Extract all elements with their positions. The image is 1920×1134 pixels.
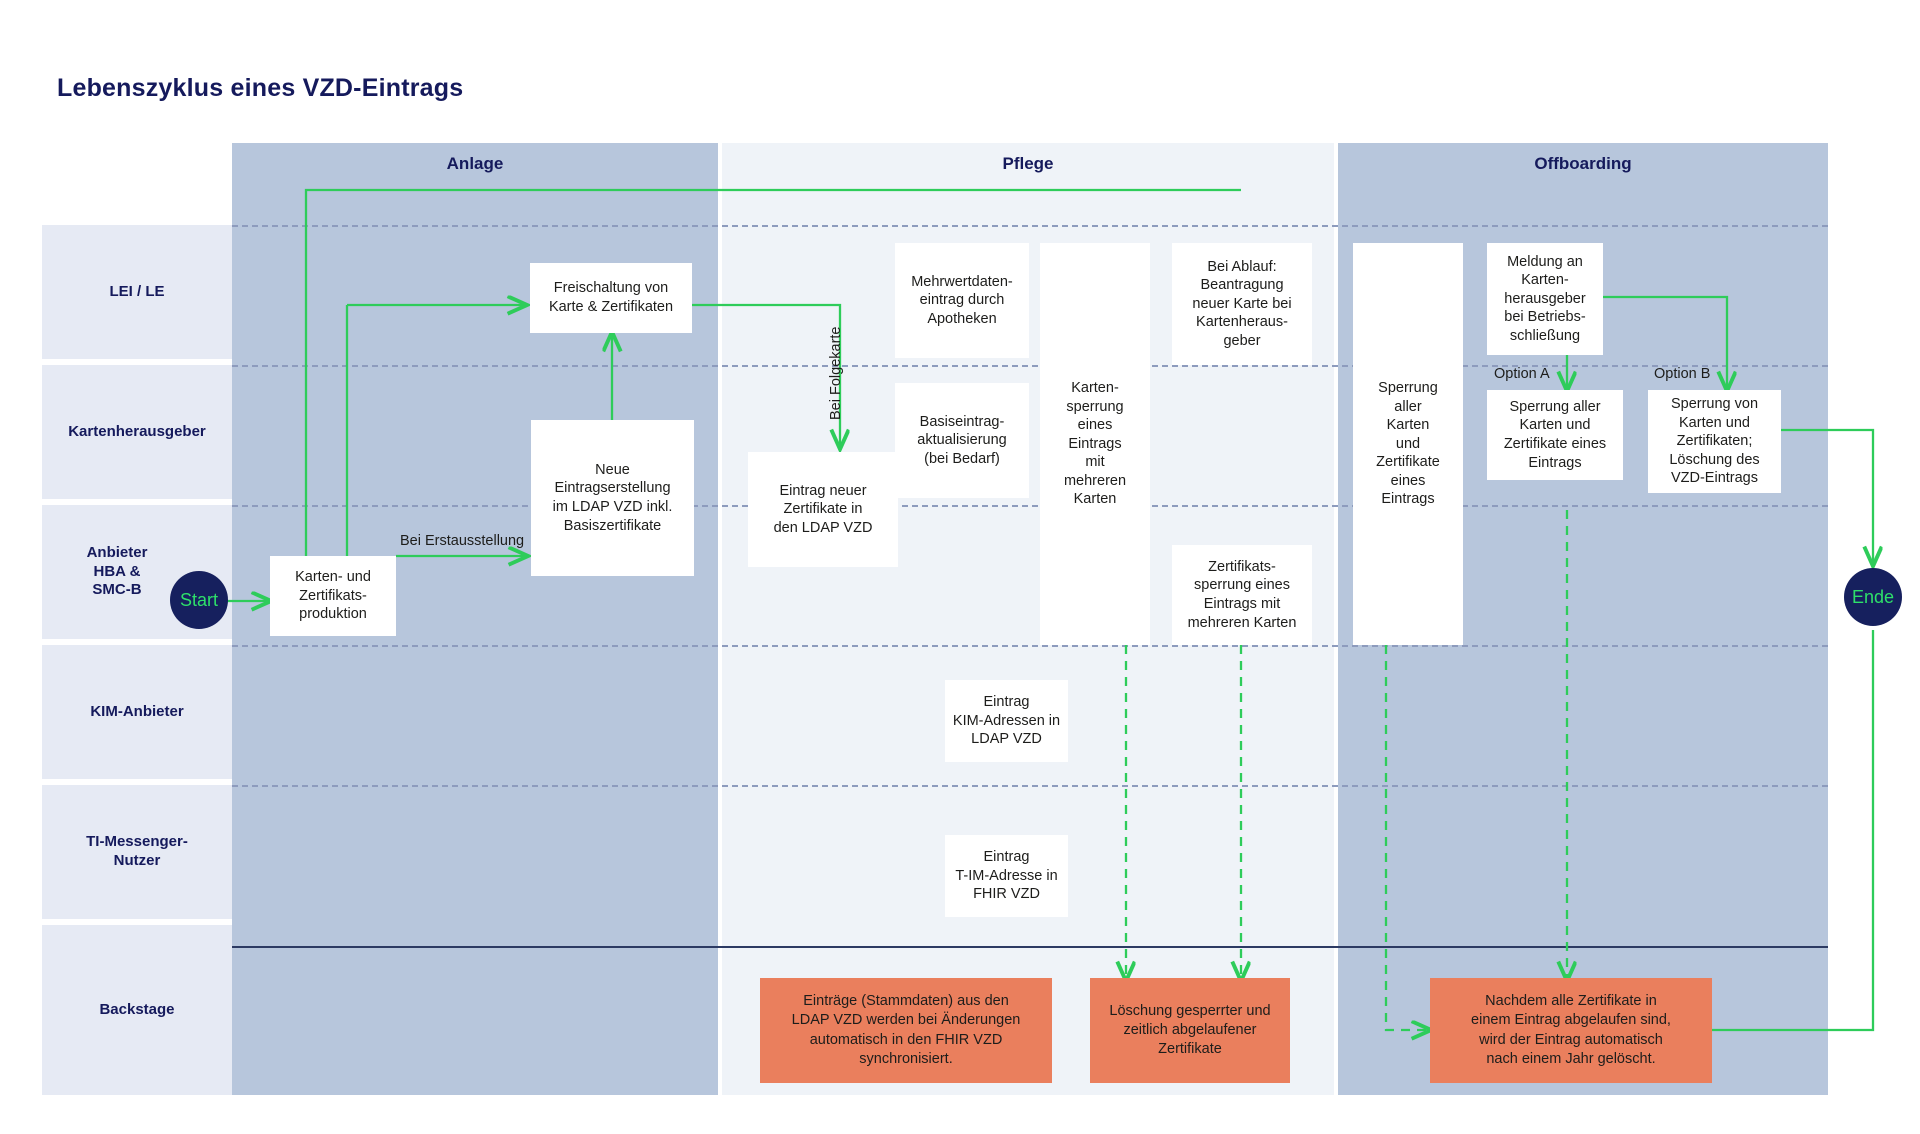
box-eintrag-neuer-zertifikate[interactable]: Eintrag neuer Zertifikate in den LDAP VZ… <box>748 452 898 567</box>
option-b-label: Option B <box>1654 366 1710 382</box>
lane-label-ti-messenger-nutzer-text: TI-Messenger- Nutzer <box>86 833 188 869</box>
lane-label-anbieter-hba-smcb-text: Anbieter HBA & SMC-B <box>86 543 148 599</box>
lane-separator-3 <box>232 505 1828 507</box>
page-title: Lebenszyklus eines VZD-Eintrags <box>57 74 464 102</box>
lane-label-kartenherausgeber-text: Kartenherausgeber <box>68 422 206 440</box>
edge-label-bei-erstausstellung-text: Bei Erstausstellung <box>400 533 525 549</box>
lane-label-lei-le: LEI / LE <box>42 225 232 359</box>
box-option-b-sperrung-loeschung[interactable]: Sperrung von Karten und Zertifikaten; Lö… <box>1648 390 1781 493</box>
box-eintrag-kim-adressen[interactable]: Eintrag KIM-Adressen in LDAP VZD <box>945 680 1068 762</box>
end-terminator[interactable]: Ende <box>1844 568 1902 626</box>
phase-header-offboarding-label: Offboarding <box>1534 154 1632 173</box>
phase-header-anlage: Anlage <box>232 143 718 185</box>
box-eintrag-tim-adresse[interactable]: Eintrag T-IM-Adresse in FHIR VZD <box>945 835 1068 917</box>
edge-label-bei-folgekarte-text: Bei Folgekarte <box>828 326 844 421</box>
phase-header-pflege: Pflege <box>722 143 1334 185</box>
box-basiseintragaktualisierung[interactable]: Basiseintrag- aktualisierung (bei Bedarf… <box>895 383 1029 498</box>
box-option-a-sperrung[interactable]: Sperrung aller Karten und Zertifikate ei… <box>1487 390 1623 480</box>
end-terminator-label: Ende <box>1851 586 1895 607</box>
box-backstage-loeschung-nach-jahr[interactable]: Nachdem alle Zertifikate in einem Eintra… <box>1430 978 1712 1083</box>
box-freischaltung[interactable]: Freischaltung von Karte & Zertifikaten <box>530 263 692 333</box>
lane-label-kim-anbieter-text: KIM-Anbieter <box>90 702 184 720</box>
start-terminator[interactable]: Start <box>170 571 228 629</box>
lane-label-lei-le-text: LEI / LE <box>109 282 165 300</box>
option-a-label-text: Option A <box>1494 366 1550 382</box>
lane-separator-4 <box>232 645 1828 647</box>
lane-label-backstage: Backstage <box>42 925 232 1095</box>
box-zertifikatssperrung-mehrere-karten[interactable]: Zertifikats- sperrung eines Eintrags mit… <box>1172 545 1312 645</box>
option-b-label-text: Option B <box>1654 366 1711 382</box>
lane-separator-1 <box>232 225 1828 227</box>
option-a-label: Option A <box>1494 366 1550 382</box>
edge-label-bei-folgekarte: Bei Folgekarte <box>828 327 844 421</box>
lane-label-kim-anbieter: KIM-Anbieter <box>42 645 232 779</box>
lane-label-kartenherausgeber: Kartenherausgeber <box>42 365 232 499</box>
box-backstage-synchronisation[interactable]: Einträge (Stammdaten) aus den LDAP VZD w… <box>760 978 1052 1083</box>
phase-header-offboarding: Offboarding <box>1338 143 1828 185</box>
box-neue-eintragserstellung[interactable]: Neue Eintragserstellung im LDAP VZD inkl… <box>531 420 694 576</box>
lane-label-backstage-text: Backstage <box>99 1000 175 1018</box>
lane-separator-5 <box>232 785 1828 787</box>
box-mehrwertdateneintrag[interactable]: Mehrwertdaten- eintrag durch Apotheken <box>895 243 1029 358</box>
box-meldung-kartenherausgeber[interactable]: Meldung an Karten- herausgeber bei Betri… <box>1487 243 1603 355</box>
box-kartensperrung-mehrere-karten[interactable]: Karten- sperrung eines Eintrags mit mehr… <box>1040 243 1150 645</box>
box-backstage-loeschung-zertifikate[interactable]: Löschung gesperrter und zeitlich abgelau… <box>1090 978 1290 1083</box>
edge-label-bei-erstausstellung: Bei Erstausstellung <box>400 533 524 549</box>
box-karten-zertifikatsproduktion[interactable]: Karten- und Zertifikats- produktion <box>270 556 396 636</box>
phase-header-pflege-label: Pflege <box>1002 154 1054 173</box>
lane-label-ti-messenger-nutzer: TI-Messenger- Nutzer <box>42 785 232 919</box>
start-terminator-label: Start <box>179 589 218 610</box>
box-bei-ablauf-beantragung[interactable]: Bei Ablauf: Beantragung neuer Karte bei … <box>1172 243 1312 365</box>
lane-separator-2 <box>232 365 1828 367</box>
phase-header-anlage-label: Anlage <box>446 154 504 173</box>
lane-separator-backstage <box>232 946 1828 948</box>
box-sperrung-aller-karten-zertifikate[interactable]: Sperrung aller Karten und Zertifikate ei… <box>1353 243 1463 645</box>
